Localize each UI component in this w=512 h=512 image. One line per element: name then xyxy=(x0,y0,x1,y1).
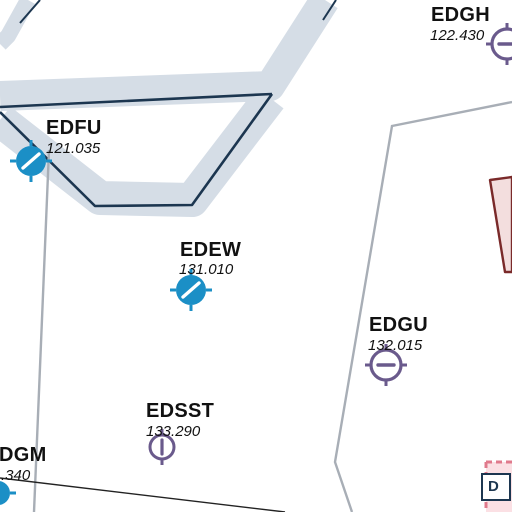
edew-ident-label: EDEW xyxy=(180,239,242,261)
edgm-airfield-icon[interactable] xyxy=(0,481,16,512)
edfu-airfield-icon[interactable] xyxy=(10,140,52,182)
restricted-area xyxy=(488,175,512,274)
edgu-ident-label: EDGU xyxy=(369,314,428,336)
edfu-ident-label: EDFU xyxy=(46,117,102,139)
edew-airfield-icon[interactable] xyxy=(170,269,212,311)
edgu-frequency-label: 132.015 xyxy=(368,337,423,354)
edsst-frequency-label: 133.290 xyxy=(146,423,201,440)
edgh-frequency-label: 122.430 xyxy=(430,27,485,44)
edgm-frequency-label: .340 xyxy=(1,467,31,484)
edgm-ident-label: DGM xyxy=(0,444,47,466)
edew-frequency-label: 131.010 xyxy=(179,261,234,278)
airspace-boundary-lines xyxy=(32,100,512,512)
edgh-ident-label: EDGH xyxy=(431,4,490,26)
edgh-airfield-icon[interactable] xyxy=(486,23,512,65)
route-line xyxy=(0,477,286,512)
edsst-ident-label: EDSST xyxy=(146,400,215,422)
edgu-airfield-icon[interactable] xyxy=(365,344,407,386)
edsst-airfield-icon[interactable] xyxy=(148,429,176,465)
ctr-d-area xyxy=(481,460,512,512)
ctr-class-label: D xyxy=(488,478,500,495)
edfu-frequency-label: 121.035 xyxy=(46,140,101,157)
ctr-airspace-band xyxy=(0,0,338,217)
